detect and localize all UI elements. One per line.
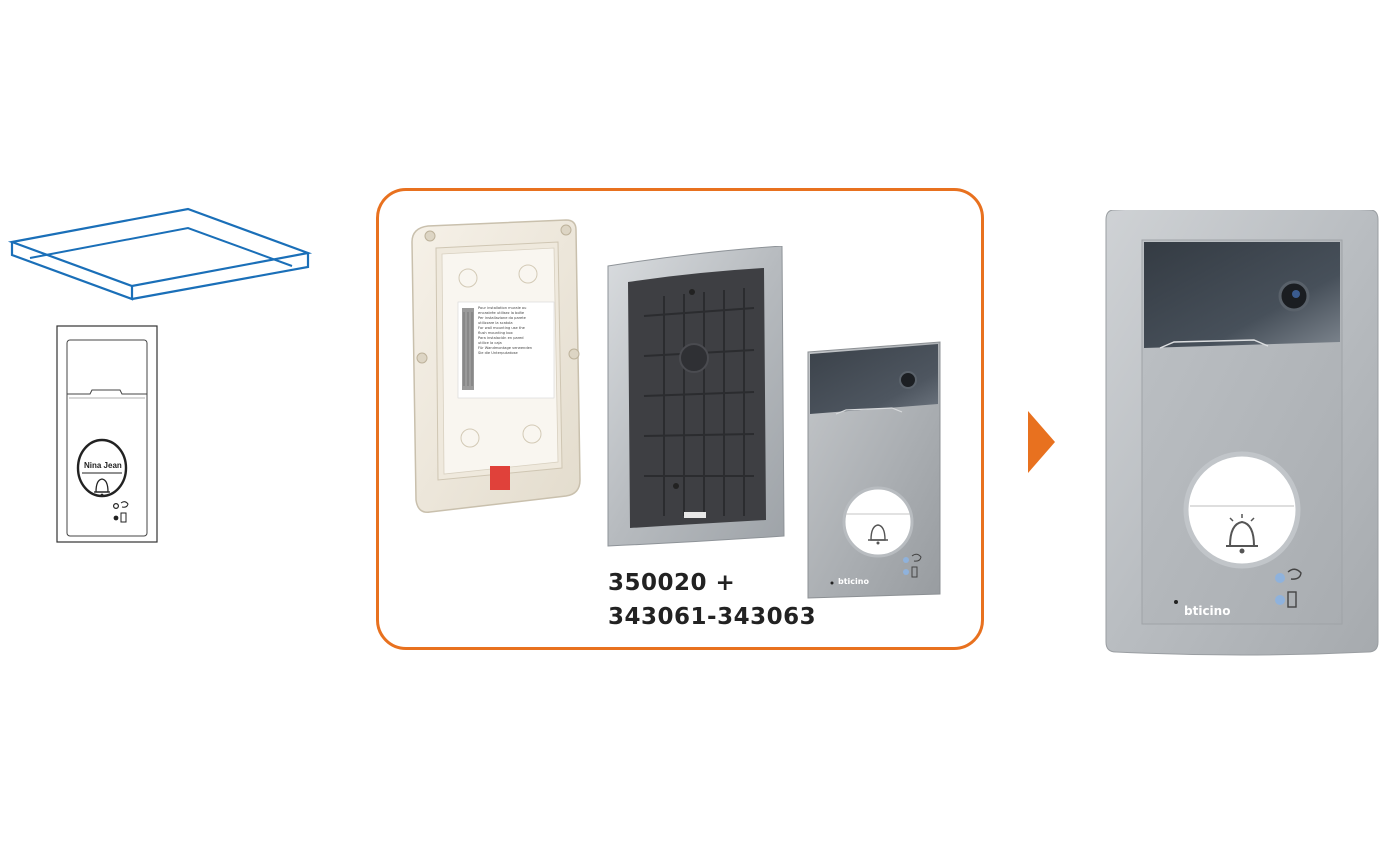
- arrow-right-icon: [1028, 411, 1056, 473]
- part-code-line2: 343061-343063: [608, 604, 817, 630]
- speech-icon: [911, 553, 922, 562]
- sticker-line: Für Wandmontage verwenden: [478, 346, 533, 350]
- installation-sketch: Nina Jean: [0, 200, 320, 640]
- panel-sketch: [56, 325, 158, 543]
- door-icon: [1287, 591, 1297, 608]
- sticker-line: For wall mounting use the: [478, 326, 525, 330]
- sticker-line: Sie die Unterputzdose: [478, 351, 518, 355]
- mounting-frame: [604, 246, 788, 550]
- brand-logo-small: bticino: [838, 577, 869, 586]
- sticker-text: Pour installation murale ou encastrée ut…: [478, 306, 554, 356]
- kit-frame: [376, 188, 984, 650]
- sticker-line: Pour installation murale ou: [478, 306, 527, 310]
- entry-panel-small: bticino: [806, 340, 942, 600]
- sticker-line: utilizzare la scatola: [478, 321, 513, 325]
- wall-pillar-drawing: [7, 207, 313, 630]
- flush-mounting-box: Pour installation murale ou encastrée ut…: [408, 218, 584, 518]
- name-tag-text: Nina Jean: [84, 461, 122, 470]
- sticker-line: utilice la caja: [478, 341, 502, 345]
- sticker-line: flush mounting box: [478, 331, 513, 335]
- sticker-line: encastrée utilisez la boîte: [478, 311, 525, 315]
- speech-icon: [1287, 568, 1302, 580]
- bell-icon: [868, 524, 888, 545]
- assembled-entry-panel: bticino: [1104, 210, 1380, 656]
- sticker-line: Per installazione da parete: [478, 316, 526, 320]
- brand-logo-large: bticino: [1184, 604, 1231, 618]
- bell-icon: [1226, 514, 1258, 554]
- door-icon: [911, 566, 918, 578]
- sticker-line: Para instalación en pared: [478, 336, 524, 340]
- bell-icon: [94, 478, 110, 497]
- part-code-line1: 350020 +: [608, 570, 736, 596]
